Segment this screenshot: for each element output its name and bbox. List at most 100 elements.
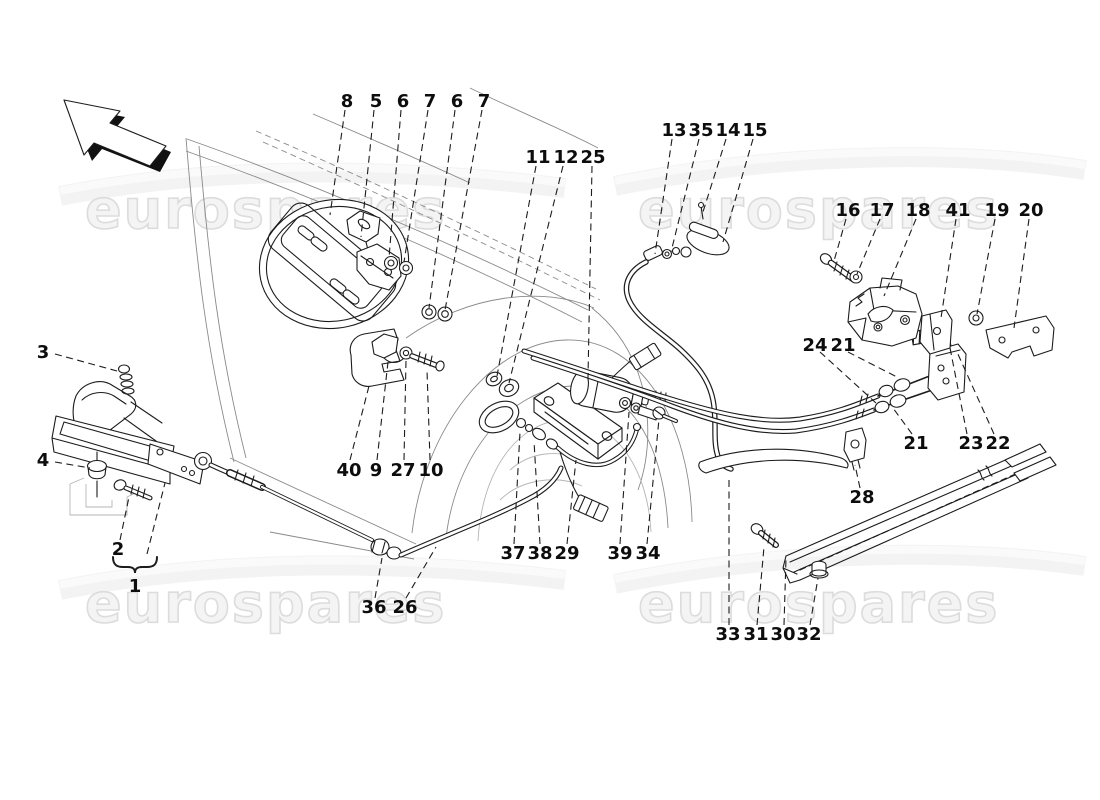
callout-label-1: 1 [129,576,142,597]
callout-leader-29 [566,459,577,545]
callout-leader-22 [956,351,995,435]
callout-leader-6 [428,109,456,309]
callout-leader-2 [119,496,130,541]
callout-leader-20 [1013,218,1030,329]
callout-leader-7 [403,109,429,263]
callout-label-6: 6 [451,91,464,112]
callout-label-31: 31 [743,624,768,645]
callout-leader-17 [856,218,881,275]
group-brace [112,556,158,574]
callout-label-21: 21 [830,335,855,356]
trim-strip [698,448,849,474]
callout-label-4: 4 [37,450,50,471]
callout-label-27: 27 [390,460,415,481]
spring-screw [117,364,135,395]
callout-leader-11 [496,165,537,377]
callout-label-7: 7 [424,91,437,112]
callout-label-25: 25 [580,147,605,168]
callout-label-18: 18 [905,200,930,221]
callout-label-29: 29 [554,543,579,564]
callout-leader-24 [819,351,877,404]
emergency-handle-cable [623,259,734,472]
callout-leader-7 [444,109,483,311]
callout-leader-13 [654,138,673,255]
callout-leader-8 [329,109,346,216]
callout-label-11: 11 [525,147,550,168]
mounting-bracket [69,477,141,516]
callout-label-8: 8 [341,91,354,112]
callout-leader-21 [892,407,913,435]
callout-leader-9 [376,361,389,461]
callout-leader-32 [809,577,819,626]
rail-screw [750,523,779,548]
callout-label-9: 9 [370,460,383,481]
callout-leader-15 [722,138,754,243]
callout-leader-1 [146,482,166,555]
callout-label-20: 20 [1018,200,1043,221]
callout-leader-27 [403,359,407,461]
callout-leader-5 [360,109,375,238]
callout-leader-38 [533,440,541,545]
callout-label-7: 7 [478,91,491,112]
callout-leader-31 [756,546,765,626]
callout-leader-19 [976,218,996,315]
callout-label-16: 16 [835,200,860,221]
callout-label-3: 3 [37,342,50,363]
release-lever-assembly [51,364,205,516]
callout-leader-25 [587,165,593,379]
callout-label-28: 28 [849,487,874,508]
callout-label-34: 34 [635,543,660,564]
lid-pins [297,225,360,305]
callout-label-2: 2 [112,539,125,560]
callout-leader-10 [426,369,431,461]
callout-leader-35 [670,138,700,253]
callout-leader-40 [349,385,370,461]
callout-leader-26 [405,546,437,599]
callout-label-23: 23 [958,433,983,454]
cable-clamp [843,427,867,471]
latch-cables [521,326,967,434]
callout-label-37: 37 [500,543,525,564]
callout-leader-36 [374,557,383,599]
callout-label-36: 36 [361,597,386,618]
callout-leader-4 [54,461,91,469]
callout-label-26: 26 [392,597,417,618]
watermark-text: eurospares [638,572,999,635]
callout-label-38: 38 [527,543,552,564]
callout-leader-3 [54,353,118,372]
callout-label-12: 12 [553,147,578,168]
callout-label-32: 32 [796,624,821,645]
release-cable [193,451,564,560]
grommet-nut [86,451,108,498]
callout-leader-37 [513,431,521,545]
spade-connector [628,342,662,371]
callout-label-13: 13 [661,120,686,141]
hood-latch-assembly [819,253,1055,359]
callout-label-22: 22 [985,433,1010,454]
rail-clip [809,560,829,579]
callout-label-5: 5 [370,91,383,112]
wire-connector [573,494,609,522]
callout-leader-14 [701,138,727,216]
callout-leader-18 [883,218,917,297]
callout-leader-21 [847,351,898,378]
callout-label-33: 33 [715,624,740,645]
callout-label-14: 14 [715,120,740,141]
callout-label-21: 21 [903,433,928,454]
sill-rail [750,443,1057,584]
callout-label-10: 10 [418,460,443,481]
callout-leader-16 [833,218,847,262]
callout-label-35: 35 [688,120,713,141]
callout-leader-41 [940,218,957,319]
lid-hinge-parts [346,210,453,387]
direction-arrow [63,99,171,172]
callout-leader-34 [646,418,660,545]
emergency-pull-handle [643,201,730,261]
callout-label-6: 6 [397,91,410,112]
callout-label-19: 19 [984,200,1009,221]
callout-label-15: 15 [742,120,767,141]
callout-label-40: 40 [336,460,361,481]
